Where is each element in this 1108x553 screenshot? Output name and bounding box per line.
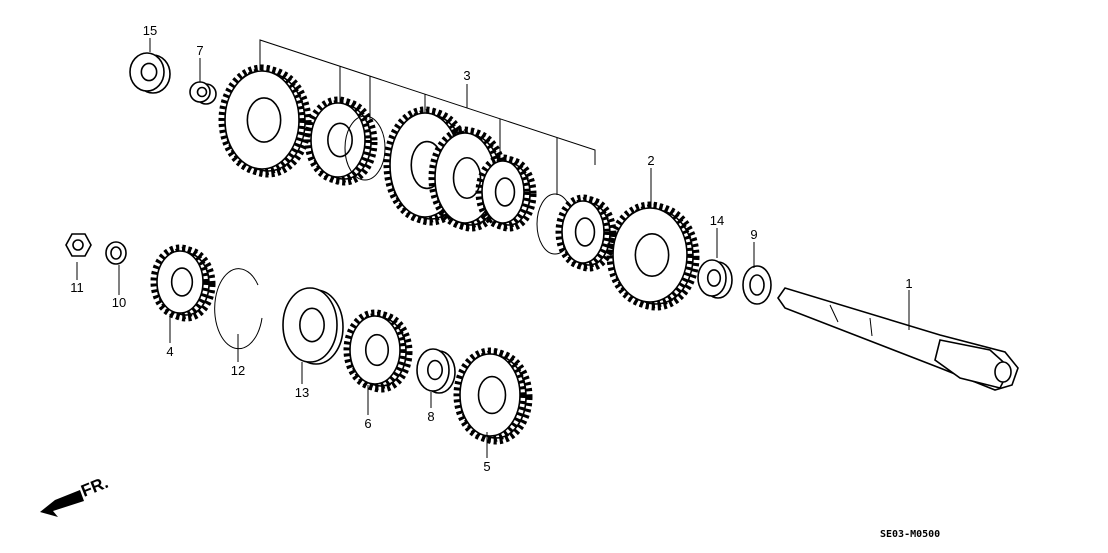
callout-12: 12 bbox=[231, 363, 245, 378]
callout-10: 10 bbox=[112, 295, 126, 310]
gear-2-bore bbox=[634, 233, 670, 277]
needle-bearing-14-bore bbox=[706, 269, 722, 287]
gear-4-bore bbox=[170, 267, 194, 297]
gear-6-teeth-front bbox=[343, 309, 407, 391]
synchro-gear-teeth-front bbox=[475, 154, 531, 230]
synchro-gear-2-bore bbox=[574, 217, 596, 247]
collar-8-bore bbox=[426, 359, 443, 381]
group-bracket-3 bbox=[259, 39, 596, 195]
front-marker-label: FR. bbox=[78, 473, 111, 501]
callout-3: 3 bbox=[463, 68, 470, 83]
callout-13: 13 bbox=[295, 385, 309, 400]
callout-11: 11 bbox=[70, 280, 84, 295]
hub-gear-bore bbox=[452, 156, 482, 200]
callout-7: 7 bbox=[196, 43, 203, 58]
gear-2-teeth-front bbox=[606, 201, 694, 309]
callout-9: 9 bbox=[750, 227, 757, 242]
mainshaft-part bbox=[777, 287, 1019, 391]
gear-4-teeth-front bbox=[150, 244, 210, 320]
callout-8: 8 bbox=[427, 409, 434, 424]
callout-15: 15 bbox=[143, 23, 157, 38]
synchro-hub-bore bbox=[327, 122, 353, 158]
gear-assembly-part-bore bbox=[246, 97, 282, 143]
gear-6-bore bbox=[364, 333, 390, 367]
parts-layer bbox=[65, 52, 772, 445]
callout-2: 2 bbox=[647, 153, 654, 168]
front-direction-arrow-icon bbox=[40, 490, 84, 517]
locknut-11-hole bbox=[72, 239, 84, 251]
synchro-gear-bore bbox=[494, 177, 516, 207]
ball-bearing-13-bore bbox=[299, 307, 325, 343]
synchro-ring bbox=[344, 115, 386, 181]
callout-14: 14 bbox=[710, 213, 724, 228]
callout-4: 4 bbox=[166, 344, 173, 359]
synchro-gear-2-teeth-front bbox=[555, 194, 611, 270]
collar-7-bore bbox=[196, 86, 208, 98]
leader-lines bbox=[76, 38, 910, 458]
washer-10-hole bbox=[110, 246, 122, 260]
gear-5-teeth-front bbox=[453, 347, 527, 443]
gear-assembly-part-teeth-front bbox=[218, 64, 306, 176]
callout-6: 6 bbox=[364, 416, 371, 431]
callout-5: 5 bbox=[483, 459, 490, 474]
gear-4-teeth bbox=[156, 246, 216, 322]
gear-5-bore bbox=[477, 375, 507, 415]
callout-1: 1 bbox=[905, 276, 912, 291]
synchro-hub-teeth-front bbox=[304, 96, 372, 184]
diagram-code: SE03-M0500 bbox=[880, 529, 940, 540]
needle-bearing-15-bore bbox=[140, 62, 158, 82]
snap-ring-12 bbox=[214, 268, 263, 350]
thrust-washer-9-hole bbox=[749, 274, 765, 296]
